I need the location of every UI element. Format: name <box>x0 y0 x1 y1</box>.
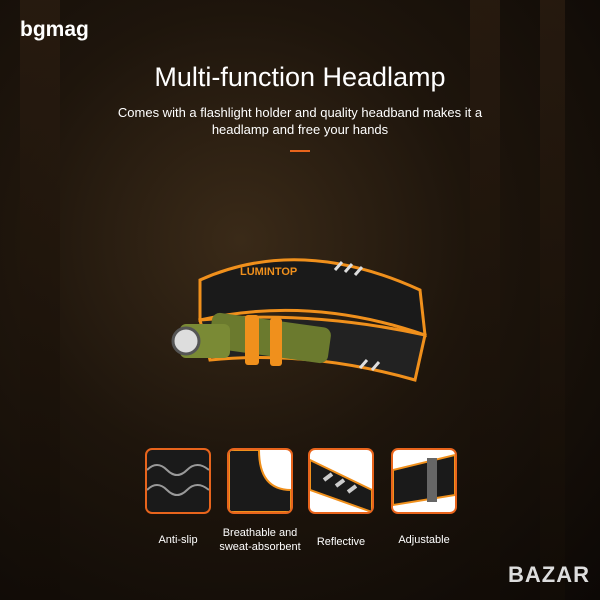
buckle-icon <box>393 453 455 507</box>
feature-breathable-image <box>227 448 293 514</box>
feature-label: Breathable and sweat-absorbent <box>210 526 310 554</box>
accent-divider <box>290 150 310 152</box>
background-beam <box>20 0 60 600</box>
feature-label: Anti-slip <box>158 534 198 546</box>
subtitle: Comes with a flashlight holder and quali… <box>100 104 500 138</box>
bazar-watermark: BAZAR <box>508 562 590 587</box>
feature-label-line: sweat-absorbent <box>219 541 301 553</box>
background-beam <box>470 0 500 600</box>
site-watermark: bgmag <box>20 18 89 41</box>
subtitle-line: headlamp and free your hands <box>211 122 389 137</box>
feature-label: Adjustable <box>398 534 450 546</box>
background-beam <box>540 0 565 600</box>
feature-adjustable-image <box>391 448 457 514</box>
subtitle-line: Comes with a flashlight holder and quali… <box>117 105 483 120</box>
reflective-stripes-icon <box>310 458 372 512</box>
wave-pattern-icon <box>147 464 209 496</box>
feature-reflective-image <box>308 448 374 514</box>
feature-anti-slip-image <box>145 448 211 514</box>
band-brand-text: LUMINTOP <box>240 266 297 278</box>
feature-label: Reflective <box>316 536 366 548</box>
feature-label-line: Breathable and <box>222 527 298 539</box>
inner-band-icon <box>229 450 291 512</box>
headlamp-image: LUMINTOP <box>171 258 427 382</box>
page-title: Multi-function Headlamp <box>154 62 446 92</box>
